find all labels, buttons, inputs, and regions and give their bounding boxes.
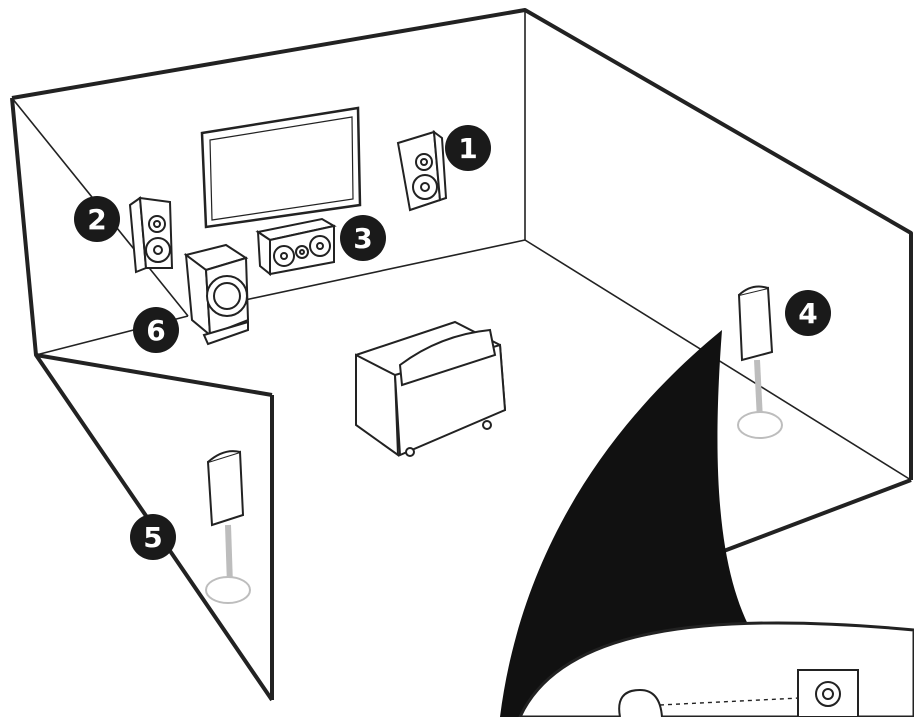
front-right-speaker (396, 129, 448, 212)
badge-1: 1 (445, 125, 491, 171)
subwoofer (183, 243, 250, 346)
tv-screen (209, 116, 354, 221)
room-floor-right (699, 478, 912, 562)
badge-3-label: 3 (353, 222, 372, 255)
room (10, 8, 913, 702)
badge-6-label: 6 (146, 314, 165, 347)
zoom-callout (500, 330, 914, 717)
room-floor-left (35, 353, 273, 397)
front-left-speaker (128, 196, 174, 274)
badge-2-label: 2 (87, 203, 106, 236)
badge-2: 2 (74, 196, 120, 242)
badge-4-label: 4 (798, 297, 817, 330)
badge-1-label: 1 (458, 132, 477, 165)
sofa (355, 320, 507, 457)
badge-5: 5 (130, 514, 176, 560)
badge-5-label: 5 (143, 521, 162, 554)
television (200, 106, 362, 229)
center-speaker (255, 217, 337, 277)
badge-4: 4 (785, 290, 831, 336)
badge-3: 3 (340, 215, 386, 261)
callout-detail (618, 669, 859, 717)
badge-6: 6 (133, 307, 179, 353)
surround-left-speaker (205, 450, 251, 604)
back-wall-floor-line (244, 239, 526, 301)
room-back-top-edge (11, 8, 913, 480)
surround-right-speaker (737, 285, 783, 439)
